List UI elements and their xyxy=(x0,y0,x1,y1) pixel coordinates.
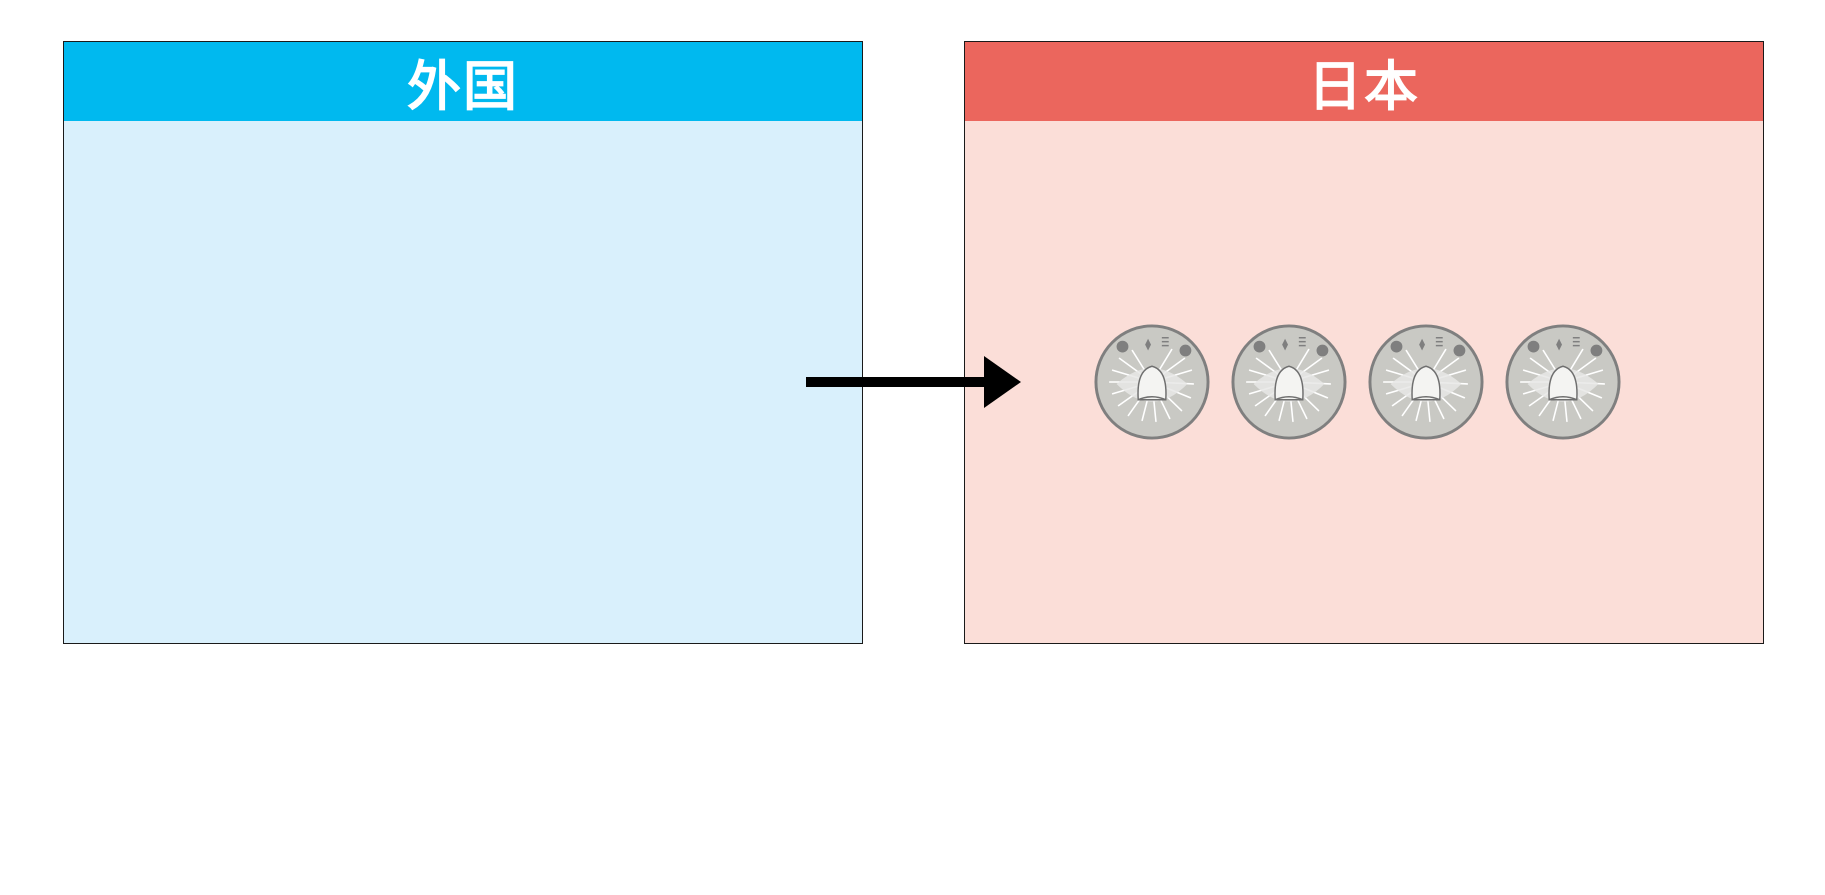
coin-row xyxy=(1093,323,1622,441)
one-yen-coin-icon xyxy=(1093,323,1211,441)
one-yen-coin-icon xyxy=(1367,323,1485,441)
japan-panel-title: 日本 xyxy=(1308,42,1420,121)
foreign-panel-title: 外国 xyxy=(407,42,519,121)
foreign-panel: 外国 xyxy=(63,41,863,644)
foreign-panel-header: 外国 xyxy=(64,42,862,121)
right-arrow-icon xyxy=(806,356,1021,408)
japan-panel-header: 日本 xyxy=(965,42,1763,121)
one-yen-coin-icon xyxy=(1504,323,1622,441)
one-yen-coin-icon xyxy=(1230,323,1348,441)
japan-panel: 日本 xyxy=(964,41,1764,644)
